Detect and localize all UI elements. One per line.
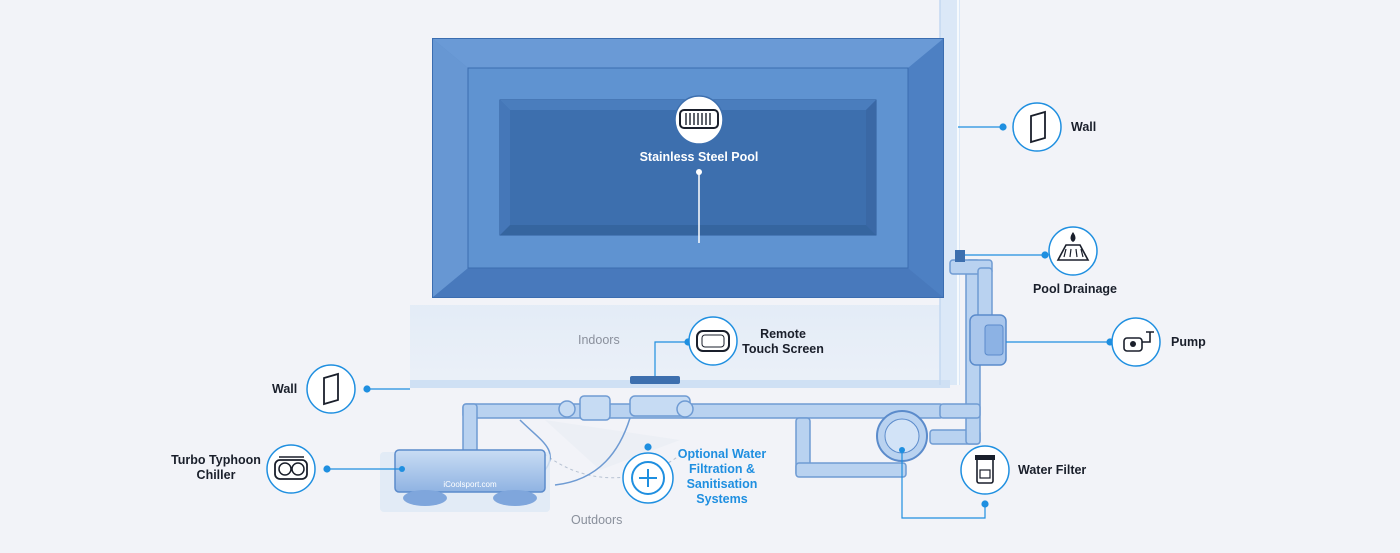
turbo-typhoon-chiller bbox=[380, 449, 550, 512]
pipe-valves bbox=[558, 395, 694, 421]
remote-panel-mount bbox=[630, 376, 680, 384]
touch-screen-icon bbox=[688, 316, 738, 366]
chiller-brand-text: iCoolsport.com bbox=[443, 480, 497, 489]
filtration-line-3: Sanitisation bbox=[686, 477, 758, 491]
filtration-line-4: Systems bbox=[696, 492, 748, 506]
outdoor-zone bbox=[539, 420, 681, 479]
water-filter-label: Water Filter bbox=[1018, 463, 1087, 477]
filtration-line-1: Optional Water bbox=[677, 447, 767, 461]
chiller-unit-icon bbox=[266, 444, 316, 494]
wall-icon bbox=[306, 364, 356, 414]
pool-drainage-label: Pool Drainage bbox=[1032, 282, 1118, 296]
chiller-line-2: Chiller bbox=[196, 468, 236, 482]
connector-lines bbox=[323, 123, 1114, 519]
plus-circle-icon bbox=[622, 452, 674, 504]
stainless-steel-pool bbox=[432, 38, 944, 298]
remote-touch-screen-label: Remote Touch Screen bbox=[740, 327, 826, 357]
wall-left-label: Wall bbox=[272, 382, 298, 396]
filtration-label: Optional Water Filtration & Sanitisation… bbox=[670, 447, 774, 507]
indoors-label: Indoors bbox=[578, 333, 620, 347]
wall-icon bbox=[1012, 102, 1062, 152]
pool-label: Stainless Steel Pool bbox=[639, 150, 759, 164]
pump-icon bbox=[1111, 317, 1161, 367]
chiller-label: Turbo Typhoon Chiller bbox=[165, 453, 267, 483]
wall-right-label: Wall bbox=[1071, 120, 1097, 134]
pump bbox=[969, 314, 1007, 366]
pump-label: Pump bbox=[1171, 335, 1206, 349]
filtration-line-2: Filtration & bbox=[689, 462, 755, 476]
outdoors-label: Outdoors bbox=[571, 513, 623, 527]
remote-line-1: Remote bbox=[760, 327, 806, 341]
drainage-icon bbox=[1048, 226, 1098, 276]
pool-icon bbox=[674, 95, 724, 145]
remote-line-2: Touch Screen bbox=[742, 342, 824, 356]
drainage-nozzle bbox=[955, 250, 965, 262]
filter-canister-icon bbox=[960, 445, 1010, 495]
chiller-line-1: Turbo Typhoon bbox=[171, 453, 261, 467]
